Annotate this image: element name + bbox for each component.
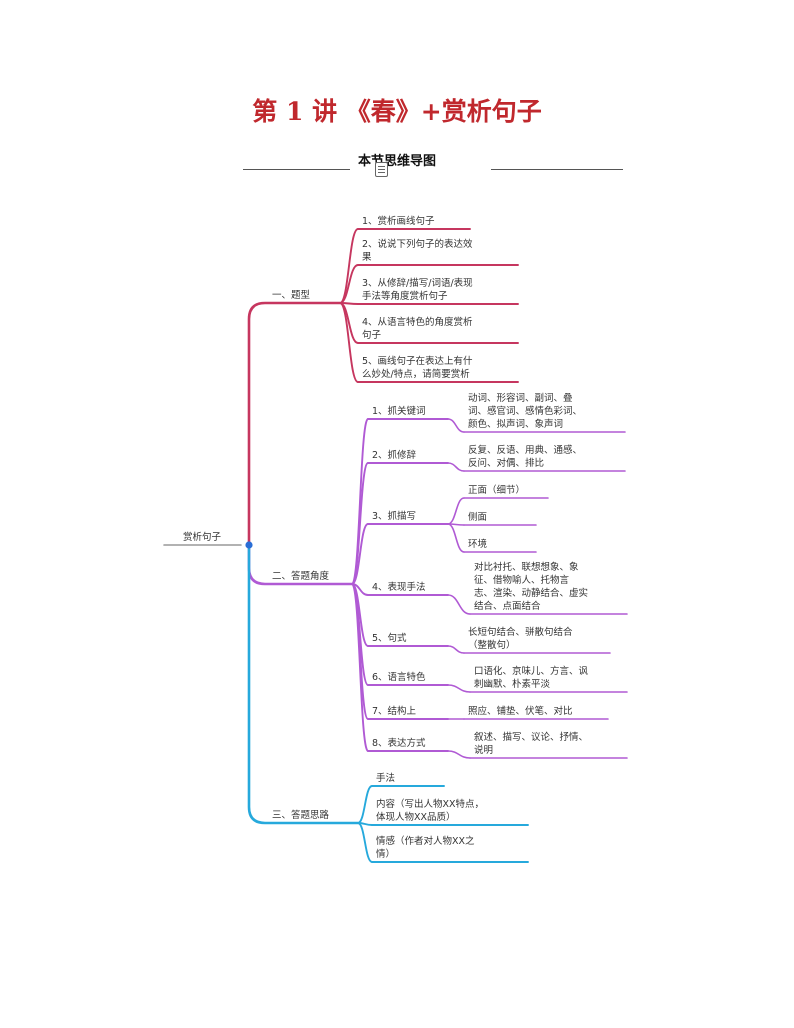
branch-3-item-1-label-line: 手法 — [376, 772, 395, 784]
branch-2-label-line: 二、答题角度 — [272, 570, 330, 582]
branch-3-label: 三、答题思路 — [272, 809, 330, 821]
branch-2-item-3-sub-2-label: 侧面 — [468, 511, 487, 523]
branch-2-item-1-sub-1-label-line: 词、感官词、感情色彩词、 — [468, 405, 582, 417]
branch-3-connector-3 — [357, 822, 373, 863]
branch-1-item-4-label: 4、从语言特色的角度赏析句子 — [362, 316, 473, 341]
branch-2-item-8-sub-connector-1 — [447, 750, 471, 759]
branch-2-item-8-sub-1-label: 叙述、描写、议论、抒情、说明 — [474, 731, 588, 756]
branch-2-item-8-label-line: 8、表达方式 — [372, 737, 426, 749]
subtitle-rule-right — [491, 169, 623, 170]
branch-2-item-7-sub-1-label-line: 照应、铺垫、伏笔、对比 — [468, 705, 573, 717]
branch-1-item-5-label: 5、画线句子在表达上有什么妙处/特点，请简要赏析 — [362, 355, 473, 380]
branch-2-item-5-sub-1-label-line: （整散句） — [468, 639, 516, 651]
branch-2-item-6-sub-1-label-line: 刺幽默、朴素平淡 — [474, 678, 551, 690]
branch-1-trunk — [247, 301, 342, 547]
branch-2-item-7-label-line: 7、结构上 — [372, 705, 417, 717]
branch-3-item-2-label-line: 体现人物XX品质） — [376, 811, 456, 823]
branch-2-item-4-sub-1-label: 对比衬托、联想想象、象征、借物喻人、托物言志、渲染、动静结合、虚实结合、点面结合 — [474, 561, 588, 612]
branch-2-item-7-sub-1-label: 照应、铺垫、伏笔、对比 — [468, 705, 573, 717]
root-node-label-line: 赏析句子 — [183, 531, 222, 543]
root-node-label: 赏析句子 — [183, 531, 222, 543]
branch-2-item-3-sub-3-label-line: 环境 — [468, 538, 488, 550]
branch-2-item-2-sub-1-label-line: 反复、反语、用典、通感、 — [468, 444, 582, 456]
branch-2-item-2-label-line: 2、抓修辞 — [372, 449, 417, 461]
branch-2-item-3-sub-1-label: 正面（细节） — [468, 484, 525, 496]
branch-1-item-3-label-line: 手法等角度赏析句子 — [362, 290, 448, 302]
branch-2-item-1-label-line: 1、抓关键词 — [372, 405, 426, 417]
branch-2-label: 二、答题角度 — [272, 570, 330, 582]
branch-1-item-4-label-line: 4、从语言特色的角度赏析 — [362, 316, 473, 328]
branch-1-connector-2 — [339, 264, 359, 304]
branch-3-item-2-label: 内容（写出人物XX特点，体现人物XX品质） — [376, 798, 484, 823]
branch-2-item-2-label: 2、抓修辞 — [372, 449, 417, 461]
branch-3-trunk — [247, 543, 360, 825]
branch-2-item-3-label: 3、抓描写 — [372, 510, 416, 522]
branch-2-item-4-sub-1-label-line: 对比衬托、联想想象、象 — [474, 561, 579, 573]
branch-1-item-3-label: 3、从修辞/描写/词语/表现手法等角度赏析句子 — [362, 277, 473, 302]
branch-2-item-3-sub-connector-1 — [447, 497, 465, 525]
branch-2-item-8-label: 8、表达方式 — [372, 737, 426, 749]
branch-2-item-4-sub-1-label-line: 志、渲染、动静结合、虚实 — [474, 587, 588, 599]
branch-2-item-4-sub-connector-1 — [447, 594, 471, 615]
branch-2-item-2-sub-1-label-line: 反问、对偶、排比 — [468, 457, 544, 469]
branch-1-item-2-label-line: 2、说说下列句子的表达效 — [362, 238, 473, 250]
branch-1-item-4-label-line: 句子 — [362, 329, 382, 341]
branch-2-connector-2 — [351, 462, 369, 585]
branch-2-item-3-sub-connector-3 — [447, 523, 465, 553]
branch-2-item-1-sub-1-label-line: 颜色、拟声词、象声词 — [468, 418, 563, 430]
branch-2-item-2-sub-1-label: 反复、反语、用典、通感、反问、对偶、排比 — [468, 444, 582, 469]
branch-2-item-6-sub-1-label: 口语化、京味儿、方言、讽刺幽默、朴素平淡 — [474, 665, 589, 690]
document-icon — [375, 162, 388, 177]
lesson-title: 第 1 讲 《春》+赏析句子 — [252, 97, 542, 126]
branch-2-item-1-label: 1、抓关键词 — [372, 405, 426, 417]
branch-1-item-1-label: 1、赏析画线句子 — [362, 215, 435, 227]
branch-2-item-4-sub-1-label-line: 结合、点面结合 — [474, 600, 541, 612]
branch-2-item-1-sub-connector-1 — [447, 418, 465, 433]
branch-2-item-6-label: 6、语言特色 — [372, 671, 426, 683]
branch-3-item-3-label: 情感（作者对人物XX之情） — [376, 835, 475, 860]
branch-3-item-1-label: 手法 — [376, 772, 395, 784]
branch-2-item-5-label-line: 5、句式 — [372, 632, 407, 644]
branch-2-item-3-sub-1-label-line: 正面（细节） — [468, 484, 525, 496]
branch-2-connector-8 — [351, 583, 369, 752]
branch-2-item-8-sub-1-label-line: 叙述、描写、议论、抒情、 — [474, 731, 588, 743]
root-junction-dot — [245, 541, 253, 549]
subtitle-rule-left — [243, 169, 350, 170]
branch-2-item-5-label: 5、句式 — [372, 632, 407, 644]
branch-2-item-5-sub-1-label: 长短句结合、骈散句结合（整散句） — [468, 626, 573, 651]
branch-2-item-4-label: 4、表现手法 — [372, 581, 426, 593]
branch-3-label-line: 三、答题思路 — [272, 809, 330, 821]
branch-2-item-3-sub-3-label: 环境 — [468, 538, 488, 550]
branch-2-item-4-sub-1-label-line: 征、借物喻人、托物言 — [474, 574, 570, 586]
branch-2-item-3-label-line: 3、抓描写 — [372, 510, 416, 522]
branch-2-item-3-sub-2-label-line: 侧面 — [468, 511, 487, 523]
branch-2-item-6-label-line: 6、语言特色 — [372, 671, 426, 683]
branch-1-item-2-label: 2、说说下列句子的表达效果 — [362, 238, 473, 263]
branch-3-item-3-label-line: 情） — [376, 848, 395, 860]
branch-1-item-5-label-line: 5、画线句子在表达上有什 — [362, 355, 473, 367]
branch-2-item-5-sub-connector-1 — [447, 645, 465, 654]
branch-2-item-4-label-line: 4、表现手法 — [372, 581, 426, 593]
branch-2-connector-3 — [351, 523, 369, 585]
branch-2-item-2-sub-connector-1 — [447, 462, 465, 472]
branch-2-item-7-label: 7、结构上 — [372, 705, 417, 717]
branch-1-item-2-label-line: 果 — [362, 252, 372, 263]
branch-3-connector-1 — [357, 785, 373, 824]
branch-2-item-1-sub-1-label-line: 动词、形容词、副词、叠 — [468, 392, 573, 404]
branch-1-item-3-label-line: 3、从修辞/描写/词语/表现 — [362, 277, 473, 289]
branch-2-item-5-sub-1-label-line: 长短句结合、骈散句结合 — [468, 626, 573, 638]
branch-1-label-line: 一、题型 — [272, 290, 311, 301]
branch-2-item-8-sub-1-label-line: 说明 — [474, 744, 493, 756]
branch-1-connector-5 — [339, 302, 359, 383]
branch-3-item-2-label-line: 内容（写出人物XX特点， — [376, 798, 484, 810]
branch-3-item-3-label-line: 情感（作者对人物XX之 — [376, 835, 475, 847]
branch-2-item-1-sub-1-label: 动词、形容词、副词、叠词、感官词、感情色彩词、颜色、拟声词、象声词 — [468, 392, 582, 430]
branch-1-label: 一、题型 — [272, 290, 311, 301]
branch-1-item-5-label-line: 么妙处/特点，请简要赏析 — [362, 368, 470, 380]
branch-2-item-6-sub-connector-1 — [447, 684, 471, 693]
branch-2-item-6-sub-1-label-line: 口语化、京味儿、方言、讽 — [474, 665, 589, 677]
branch-1-item-1-label-line: 1、赏析画线句子 — [362, 215, 435, 227]
